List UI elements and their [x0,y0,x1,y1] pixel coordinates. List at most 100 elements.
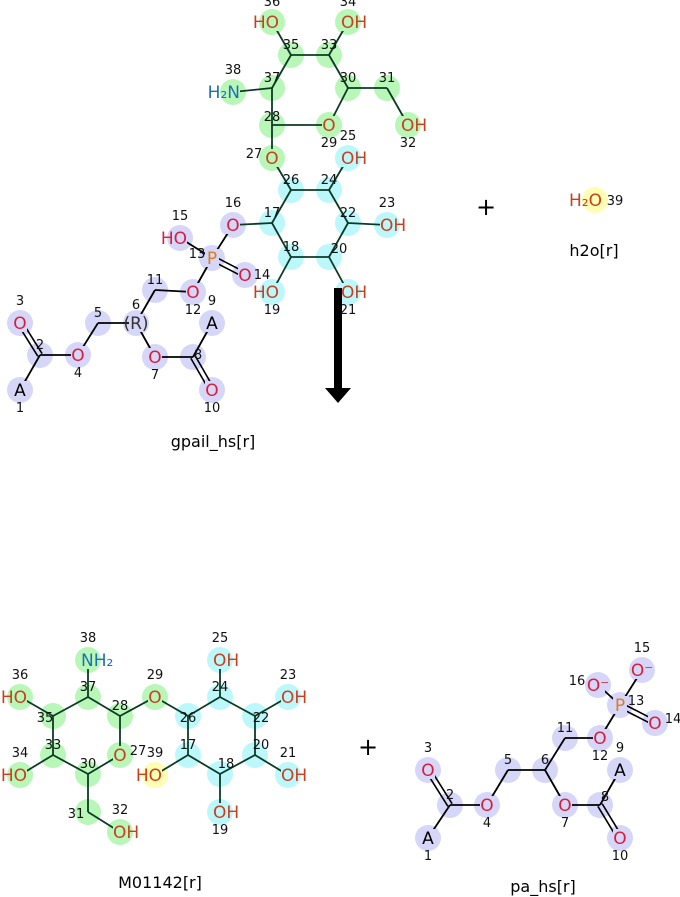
atom-number: 14 [665,712,680,727]
atom-number: 27 [246,147,263,162]
atom-number: 36 [264,0,281,10]
atom-number: 19 [212,823,229,838]
atom-number: 29 [147,668,164,683]
atom-label-bg [265,149,279,167]
atom-label-bg [148,766,162,784]
atom-label: HO [136,766,162,786]
atom-number: 33 [45,738,62,753]
atom-label-bg [613,696,627,714]
atom-number: 31 [68,807,85,822]
bond [52,696,89,717]
atom-label-bg [205,381,219,399]
atom-number: 22 [340,206,357,221]
atom-label-bg [480,796,494,814]
atom-number: 11 [147,273,164,288]
atom-label-bg [341,283,355,301]
caption-m01142: M01142[r] [118,873,202,892]
atom-number: 6 [132,298,140,313]
atom-label: OH [341,149,367,169]
atom-number: 38 [80,631,97,646]
atom-number: 18 [218,757,235,772]
atom-number: 13 [628,694,645,709]
atom-label-bg [148,688,162,706]
atom-number: 35 [37,711,54,726]
caption-gpail-hs: gpail_hs[r] [171,432,256,452]
atom-label: OH [281,766,307,786]
atom-label: A [14,381,26,401]
bond [187,754,221,775]
atom-label: O [148,688,161,708]
atom-label: HO [253,283,279,303]
atom-number: 4 [483,816,491,831]
atom-label: OH [341,283,367,303]
atom-label: O⁻ [587,676,609,696]
atom-number: 5 [94,306,102,321]
atom-number: 23 [379,196,396,211]
bond [544,737,566,771]
atom-label-bg [238,266,252,284]
atom-label-bg [613,761,627,779]
atom-number: 16 [569,674,586,689]
atom-number: 23 [280,668,297,683]
atom-label: O [238,266,251,286]
atom-number: 33 [321,38,338,53]
atom-number: 15 [634,641,651,656]
atom-number: 6 [541,753,549,768]
atom-number: 2 [36,338,44,353]
atom-label-bg [588,191,602,209]
atom-number: 1 [16,401,24,416]
caption-pa-hs: pa_hs[r] [510,877,576,897]
atom-label-bg [71,346,85,364]
atom-label-bg [635,661,649,679]
atom-number: 8 [601,790,609,805]
atom-label: OH [213,651,239,671]
atom-number: 26 [180,711,197,726]
atom-label-bg [173,229,187,247]
atom-label: O [226,216,239,236]
atom-number: 11 [557,721,574,736]
atom-label-bg [648,714,662,732]
atom-label: HO [1,688,27,708]
atom-label-bg [265,13,279,31]
plus-sign-bottom: + [358,733,378,761]
atom-label: HO [1,766,27,786]
atom-number: 15 [172,209,189,224]
atom-number: 30 [340,71,357,86]
atom-label-bg [213,803,227,821]
bond [87,696,121,717]
atom-label-bg [341,13,355,31]
atom-label: (R) [123,314,148,334]
atom-number: 28 [112,699,129,714]
atom-label-bg [205,249,219,267]
atom-label-bg [213,651,227,669]
atom-label-bg [380,216,394,234]
atom-label-bg [281,688,295,706]
atom-label-bg [13,314,27,332]
reaction-arrow [325,288,351,403]
bond [328,189,349,224]
atom-label-bg [81,651,95,669]
atom-number: 24 [321,173,338,188]
atom-label: O [71,346,84,366]
bond [271,189,292,224]
atom-number: 18 [283,240,300,255]
atom-number: 25 [340,129,357,144]
atom-label: O [421,761,434,781]
atom-label: O [205,381,218,401]
atom-label-bg [226,83,240,101]
atom-number: 8 [194,348,202,363]
atom-label: HO [161,229,187,249]
atom-label-bg [421,761,435,779]
atom-number: 17 [180,738,197,753]
bond [328,54,349,89]
bond [187,696,221,717]
atom-label: A [422,829,434,849]
atom-label: O [558,796,571,816]
atom-label-bg [226,216,240,234]
atom-label-bg [265,283,279,301]
atom-number: 39 [607,194,624,209]
atom-number: 29 [321,136,338,151]
atom-number: 12 [185,303,202,318]
atom-number: 17 [264,206,281,221]
atom-label: A [614,761,626,781]
